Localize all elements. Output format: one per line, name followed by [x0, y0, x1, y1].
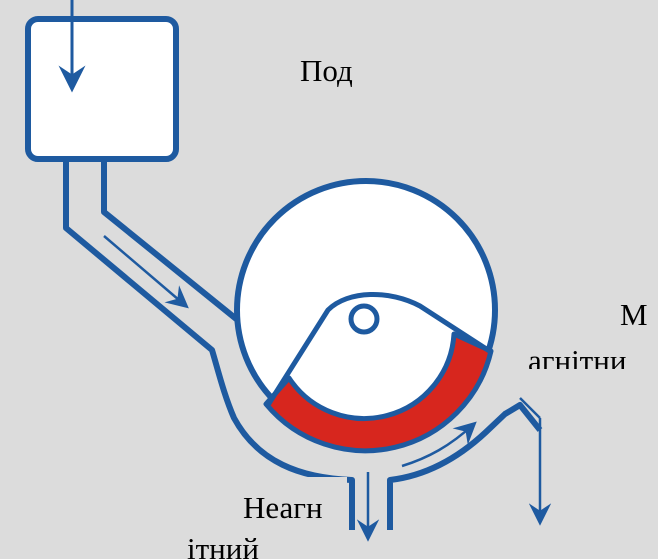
chute-outer-wall [63, 159, 355, 530]
drum-shaft-housing [265, 291, 493, 407]
chute-arrow-icon [103, 235, 189, 309]
magnetic-label-box: М агнітни [500, 285, 658, 369]
nonmagnetic-label-box: Неагн ітний [127, 477, 347, 559]
drum-shaft [348, 303, 380, 335]
feed-label-box: Под [188, 37, 386, 127]
feed-label: Под [300, 53, 353, 88]
nonmagnetic-label-continued: ітний [187, 531, 259, 559]
nonmagnetic-label: Неагн [243, 490, 323, 525]
feed-hopper [25, 16, 179, 162]
blank-label-box [482, 37, 658, 103]
magnetic-label-continued: агнітни [528, 343, 627, 369]
magnetic-label: М [620, 297, 648, 332]
chute-inner-wall [101, 159, 242, 325]
magnetic-flow-arrow-icon [401, 421, 477, 468]
magnetic-output-arrow-icon [519, 397, 541, 419]
splitter-wall [387, 402, 543, 530]
